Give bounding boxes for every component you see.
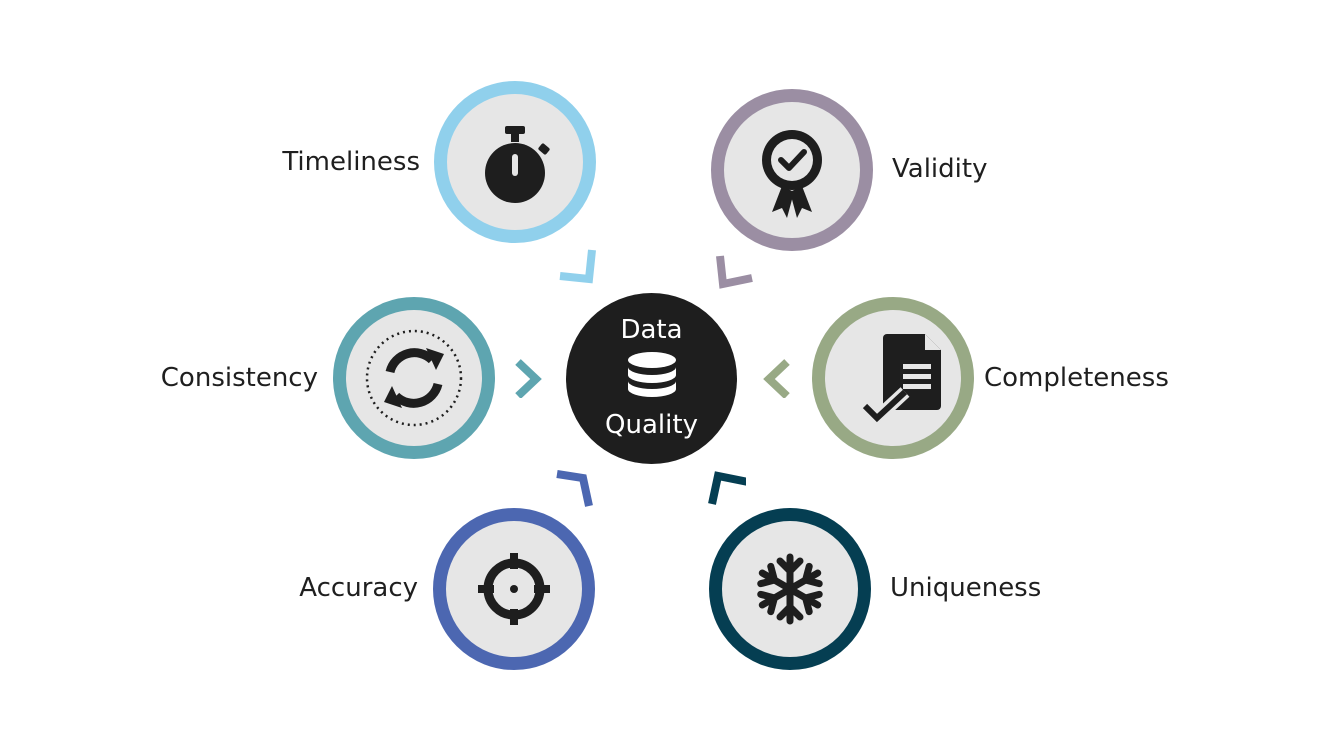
center-title-line2: Quality xyxy=(605,410,698,440)
document-check-icon xyxy=(860,334,941,428)
stopwatch-icon xyxy=(485,126,550,203)
chevron-consistency-arrow xyxy=(515,359,542,398)
crosshair-target-icon xyxy=(478,553,550,625)
chevron-accuracy-arrow xyxy=(556,470,593,507)
center-title-line1: Data xyxy=(620,315,683,345)
chevron-uniqueness-arrow xyxy=(708,471,746,505)
database-icon xyxy=(628,352,676,397)
node-uniqueness xyxy=(709,508,871,670)
node-consistency xyxy=(333,297,495,459)
node-accuracy xyxy=(433,508,595,670)
award-ribbon-icon xyxy=(762,130,822,218)
chevron-completeness-arrow xyxy=(763,359,790,398)
node-timeliness xyxy=(434,81,596,243)
node-completeness xyxy=(812,297,974,459)
node-validity xyxy=(711,89,873,251)
label-accuracy: Accuracy xyxy=(299,573,418,603)
snowflake-icon xyxy=(757,553,823,625)
chevron-timeliness-arrow xyxy=(559,249,596,284)
label-consistency: Consistency xyxy=(160,363,318,393)
center-hub: Data Quality xyxy=(566,293,737,464)
label-timeliness: Timeliness xyxy=(282,147,420,177)
label-uniqueness: Uniqueness xyxy=(890,573,1042,603)
sync-arrows-icon xyxy=(365,329,463,427)
label-completeness: Completeness xyxy=(984,363,1169,393)
chevron-validity-arrow xyxy=(716,255,753,289)
label-validity: Validity xyxy=(892,154,988,184)
